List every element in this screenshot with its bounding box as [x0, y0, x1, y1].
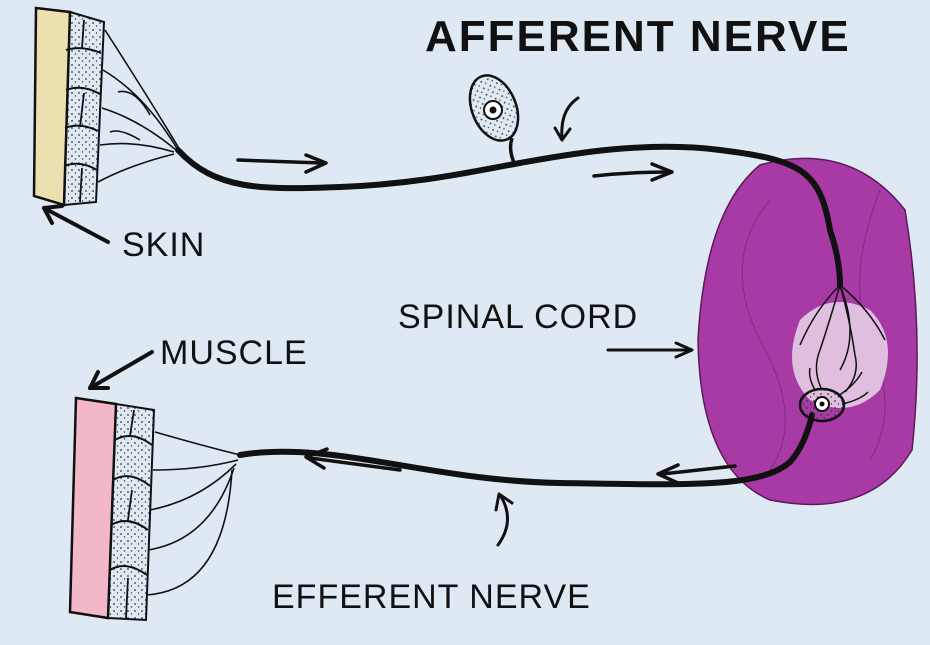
skin-pointer-arrow [42, 204, 110, 244]
efferent-pointer-arrow [494, 492, 514, 547]
efferent-direction-arrows [304, 447, 737, 485]
afferent-nerve-fiber [175, 143, 843, 288]
spinal-cord-label: SPINAL CORD [398, 298, 639, 336]
muscle-label: MUSCLE [160, 334, 308, 372]
muscle-tissue [68, 396, 156, 622]
efferent-nerve-label: EFFERENT NERVE [272, 578, 591, 616]
skin-nerve-endings [97, 29, 181, 183]
spinal-cord-pointer-arrow [606, 341, 694, 359]
afferent-direction-arrows [236, 153, 674, 182]
interneuron-synapse [799, 284, 886, 393]
muscle-pointer-arrow [88, 350, 154, 390]
spinal-cord [697, 157, 918, 506]
afferent-nerve-label: AFFERENT NERVE [425, 12, 851, 61]
skin-label: SKIN [122, 226, 206, 264]
afferent-pointer-arrow [553, 96, 580, 142]
skin-tissue [32, 6, 106, 207]
muscle-nerve-endings [145, 431, 241, 596]
afferent-ganglion-cell [468, 74, 520, 166]
efferent-nerve-fiber [237, 412, 815, 488]
motor-neuron-cell [798, 367, 869, 423]
